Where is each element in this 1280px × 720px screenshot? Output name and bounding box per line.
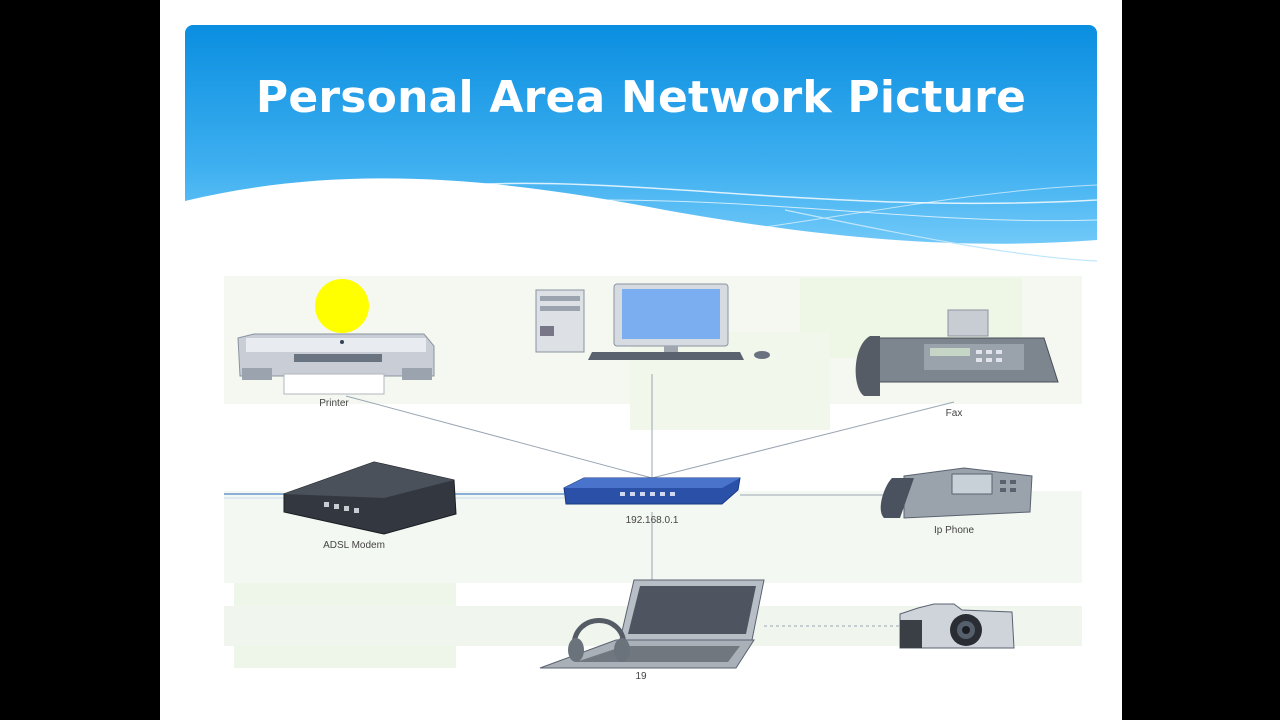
header-banner — [185, 25, 1097, 265]
adsl-modem-label: ADSL Modem — [323, 540, 385, 551]
fax-icon — [855, 309, 1059, 396]
slide-title: Personal Area Network Picture — [255, 72, 1027, 123]
hub-ip-label: 192.168.0.1 — [626, 515, 679, 526]
printer-icon — [237, 333, 435, 395]
adsl-modem-icon — [283, 461, 457, 535]
headset-icon — [568, 618, 630, 662]
laptop-icon — [539, 579, 765, 669]
router-hub-icon — [563, 477, 741, 505]
camera-icon — [899, 603, 1015, 649]
computer-icon — [535, 283, 770, 360]
ip-phone-label: Ip Phone — [934, 525, 974, 536]
bg-block — [630, 332, 830, 430]
ip-phone-icon — [880, 467, 1033, 519]
yellow-marker — [315, 279, 369, 333]
fax-label: Fax — [946, 408, 963, 419]
slide: Personal Area Network Picture — [160, 0, 1122, 720]
printer-label: Printer — [319, 398, 349, 409]
network-diagram: Printer Fax — [224, 276, 1082, 674]
page-number: 19 — [635, 671, 647, 682]
